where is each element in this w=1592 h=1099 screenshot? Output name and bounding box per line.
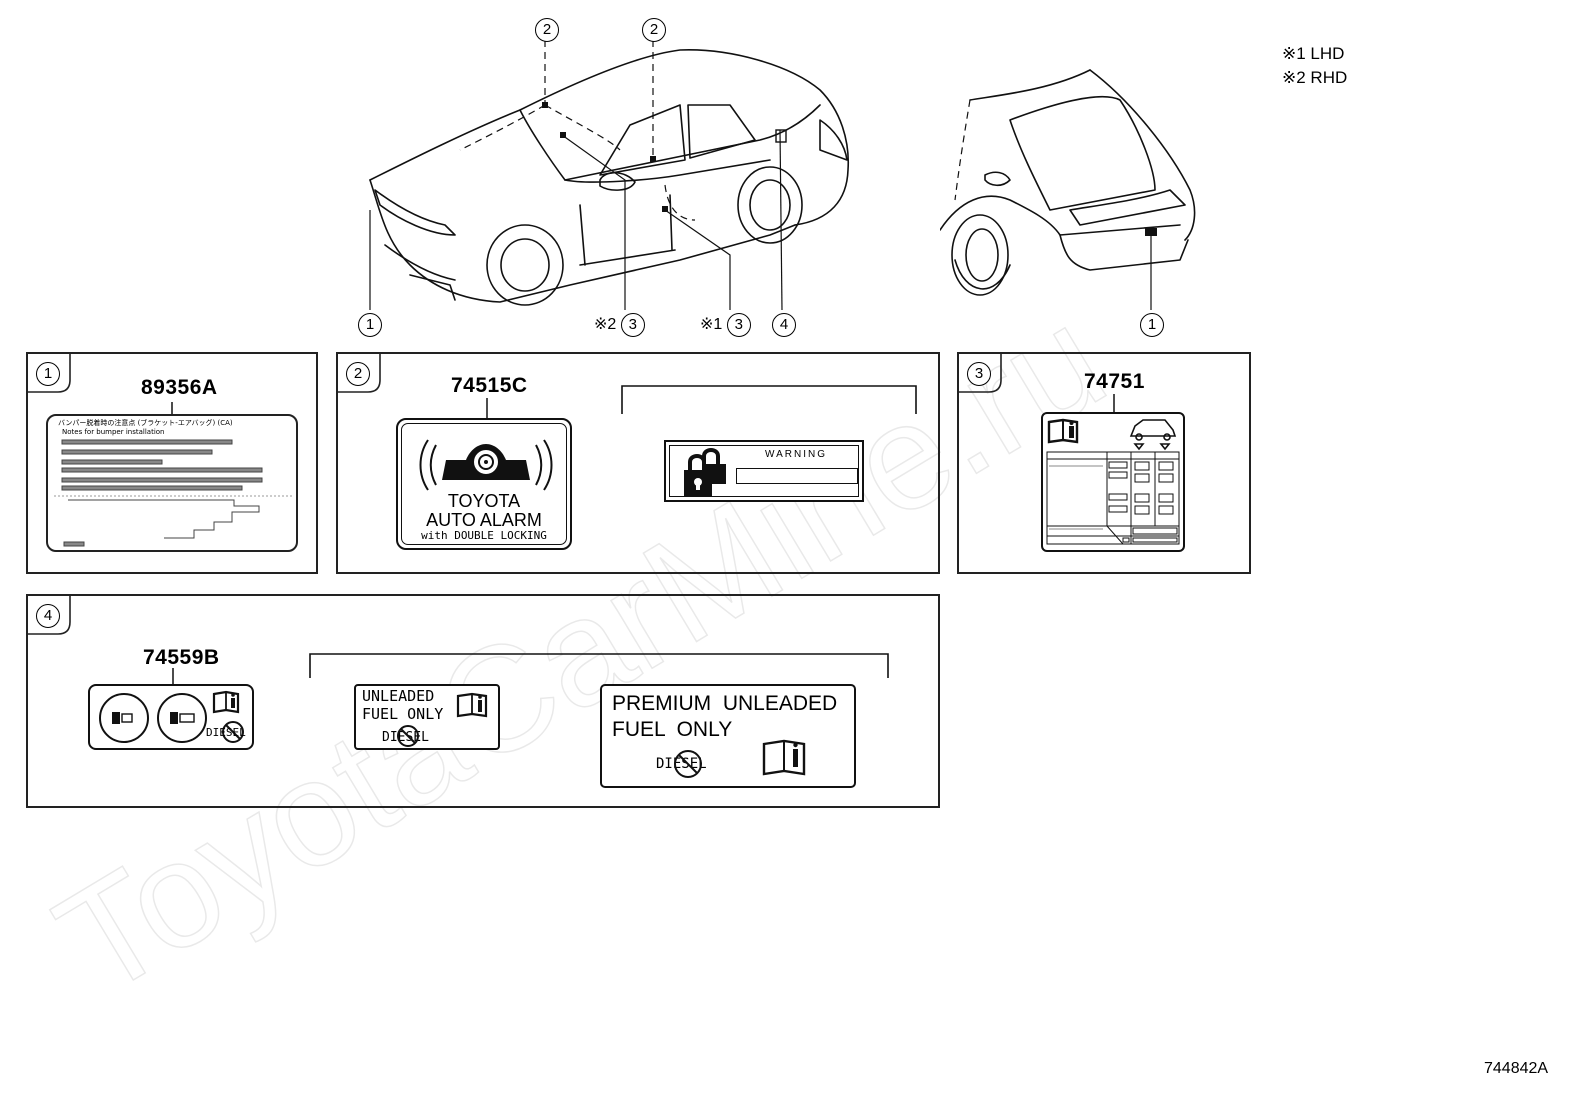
panel-1-part-number: 89356A xyxy=(141,376,218,399)
manual-book-icon xyxy=(1047,418,1079,444)
panel-2: 2 74515C TOYOTA AUTO ALARM with DOUBLE L… xyxy=(336,352,940,574)
manual-book-icon-small xyxy=(212,690,240,714)
diesel-prohibited-icon xyxy=(674,750,702,778)
label-unleaded: UNLEADED FUEL ONLY DIESEL xyxy=(354,684,500,750)
callout-1-front: 1 xyxy=(358,313,382,337)
panel-3-part-number: 74751 xyxy=(1084,370,1145,393)
fuel-gauge-icon xyxy=(99,693,207,743)
panel-1-index: 1 xyxy=(36,362,60,386)
callout-2-left: 2 xyxy=(535,18,559,42)
figure-code: 744842A xyxy=(1484,1060,1549,1077)
callout-3-lhd: 3 xyxy=(726,313,751,337)
premium-line2: FUEL ONLY xyxy=(612,718,733,741)
label-auto-alarm: TOYOTA AUTO ALARM with DOUBLE LOCKING xyxy=(396,418,572,550)
manual-book-icon xyxy=(762,739,806,776)
label-warning: WARNING xyxy=(664,440,864,502)
label-89356A-jp-title: バンパー脱着時の注意点 (ブラケット-エアバッグ) (CA) xyxy=(58,419,233,427)
panel-3-index: 3 xyxy=(967,362,991,386)
premium-diesel-text: DIESEL xyxy=(656,756,707,772)
diesel-prohibited-icon xyxy=(397,725,419,747)
alarm-siren-icon xyxy=(419,439,553,491)
rhd-mark: ※2 xyxy=(594,316,617,333)
label-fuel-74559B: DIESEL xyxy=(88,684,254,750)
panel-4-index: 4 xyxy=(36,604,60,628)
panel-4: 4 74559B DIESEL UNLEADED xyxy=(26,594,940,808)
panel-3: 3 74751 xyxy=(957,352,1251,574)
label-89356A-en-title: Notes for bumper installation xyxy=(62,428,165,436)
rear-car-diagram xyxy=(940,69,1196,310)
callout-2-right: 2 xyxy=(642,18,666,42)
legend-lhd: ※1 LHD xyxy=(1282,44,1345,63)
alarm-text-auto-alarm: AUTO ALARM xyxy=(426,510,542,530)
panel-2-part-number: 74515C xyxy=(451,374,528,397)
label-74751 xyxy=(1041,412,1185,552)
unleaded-line1: UNLEADED xyxy=(362,687,435,705)
label-89356A: バンパー脱着時の注意点 (ブラケット-エアバッグ) (CA) Notes for… xyxy=(46,414,298,552)
manual-book-icon xyxy=(456,692,488,718)
premium-line1: PREMIUM UNLEADED xyxy=(612,692,838,715)
panel-4-part-number: 74559B xyxy=(143,646,220,669)
vehicle-icon xyxy=(1129,419,1177,451)
callout-4: 4 xyxy=(772,313,796,337)
warning-title: WARNING xyxy=(765,449,827,460)
diesel-prohibited-icon xyxy=(222,721,244,743)
callout-1-rear: 1 xyxy=(1140,313,1164,337)
padlock-icon xyxy=(684,448,726,496)
front-car-diagram xyxy=(369,40,850,311)
legend-rhd: ※2 RHD xyxy=(1282,68,1348,87)
label-premium-unleaded: PREMIUM UNLEADED FUEL ONLY DIESEL xyxy=(600,684,856,788)
callout-3-rhd: 3 xyxy=(620,313,645,337)
fuel-label-diesel-text: DIESEL xyxy=(206,726,246,739)
panel-2-index: 2 xyxy=(346,362,370,386)
alarm-text-toyota: TOYOTA xyxy=(447,491,521,511)
unleaded-line2: FUEL ONLY xyxy=(362,705,444,723)
panel-1: 1 89356A バンパー脱着時の注意点 (ブラケット-エアバッグ) (CA) … xyxy=(26,352,318,574)
alarm-text-double-locking: with DOUBLE LOCKING xyxy=(421,529,547,542)
lhd-mark: ※1 xyxy=(700,316,723,333)
